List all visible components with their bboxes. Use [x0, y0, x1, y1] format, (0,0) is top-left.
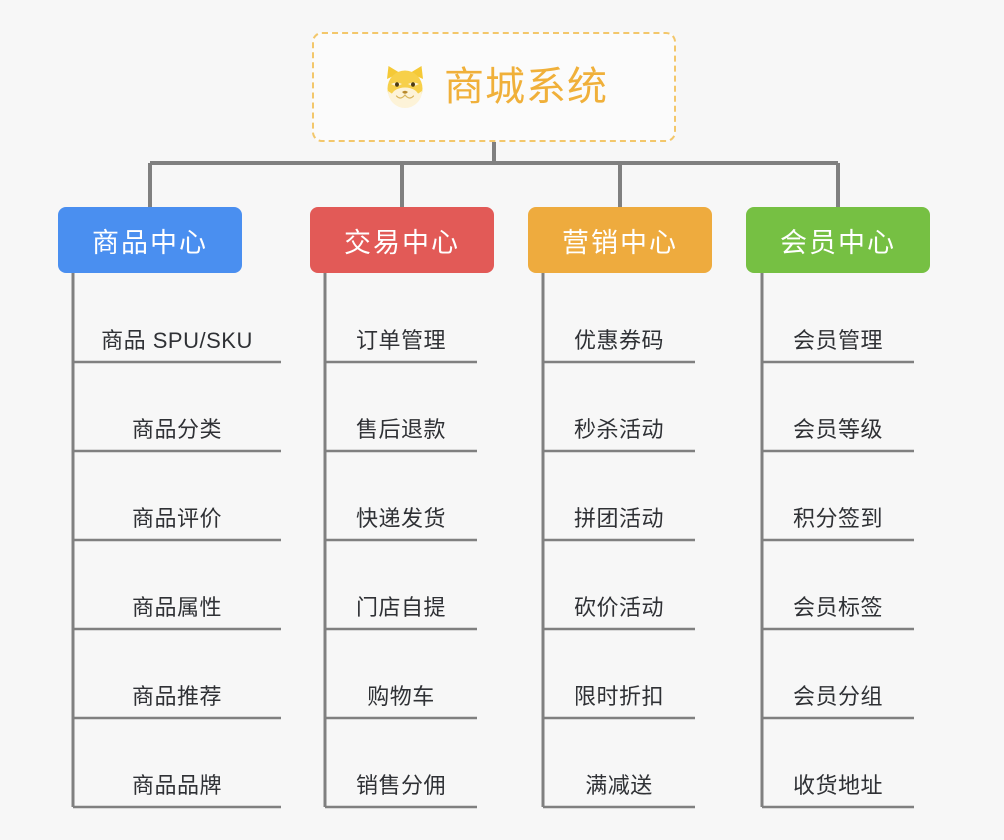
leaf-item[interactable]: 商品评价	[73, 451, 281, 540]
leaf-item[interactable]: 拼团活动	[543, 451, 695, 540]
leaf-list: 商品 SPU/SKU 商品分类商品评价商品属性商品推荐商品品牌	[73, 273, 281, 807]
leaf-label: 砍价活动	[573, 595, 664, 620]
leaf-label: 会员标签	[792, 595, 883, 620]
leaf-item[interactable]: 收货地址	[762, 718, 914, 807]
leaf-label: 积分签到	[792, 506, 883, 531]
leaf-label: 门店自提	[355, 595, 446, 620]
leaf-label: 订单管理	[355, 328, 446, 353]
leaf-item[interactable]: 订单管理	[325, 273, 477, 362]
branch-header[interactable]: 营销中心	[528, 207, 712, 273]
leaf-label: 销售分佣	[355, 773, 446, 798]
leaf-item[interactable]: 会员标签	[762, 540, 914, 629]
shiba-dog-face-icon	[387, 66, 423, 108]
leaf-item[interactable]: 商品属性	[73, 540, 281, 629]
leaf-label: 商品推荐	[131, 684, 222, 709]
leaf-label: 会员管理	[792, 328, 883, 353]
leaf-label: 满减送	[585, 773, 653, 798]
leaf-item[interactable]: 秒杀活动	[543, 362, 695, 451]
leaf-label: 商品品牌	[131, 773, 222, 798]
branch-header[interactable]: 会员中心	[746, 207, 930, 273]
leaf-item[interactable]: 满减送	[543, 718, 695, 807]
leaf-item[interactable]: 会员分组	[762, 629, 914, 718]
leaf-label: 商品分类	[131, 417, 222, 442]
leaf-item[interactable]: 限时折扣	[543, 629, 695, 718]
branch-header[interactable]: 商品中心	[58, 207, 242, 273]
leaf-item[interactable]: 会员管理	[762, 273, 914, 362]
leaf-label: 拼团活动	[573, 506, 664, 531]
leaf-item[interactable]: 会员等级	[762, 362, 914, 451]
leaf-label: 购物车	[367, 684, 435, 709]
leaf-label: 快递发货	[355, 506, 446, 531]
leaf-item[interactable]: 商品品牌	[73, 718, 281, 807]
leaf-label: 商品属性	[131, 595, 222, 620]
leaf-item[interactable]: 门店自提	[325, 540, 477, 629]
leaf-label: 会员分组	[792, 684, 883, 709]
leaf-list: 会员管理会员等级积分签到会员标签会员分组收货地址	[762, 273, 914, 807]
leaf-item[interactable]: 售后退款	[325, 362, 477, 451]
leaf-list: 优惠券码秒杀活动拼团活动砍价活动限时折扣满减送	[543, 273, 695, 807]
leaf-label: 限时折扣	[573, 684, 664, 709]
leaf-label: 会员等级	[792, 417, 883, 442]
leaf-item[interactable]: 优惠券码	[543, 273, 695, 362]
leaf-item[interactable]: 快递发货	[325, 451, 477, 540]
leaf-item[interactable]: 购物车	[325, 629, 477, 718]
branch-header[interactable]: 交易中心	[310, 207, 494, 273]
leaf-item[interactable]: 商品推荐	[73, 629, 281, 718]
leaf-item[interactable]: 砍价活动	[543, 540, 695, 629]
leaf-item[interactable]: 商品 SPU/SKU	[73, 273, 281, 362]
leaf-list: 订单管理售后退款快递发货门店自提购物车销售分佣	[325, 273, 477, 807]
root-node[interactable]: 商城系统	[312, 32, 676, 142]
leaf-label: 秒杀活动	[573, 417, 664, 442]
leaf-label: 商品评价	[131, 506, 222, 531]
leaf-label: 商品 SPU/SKU	[101, 328, 253, 353]
leaf-label: 售后退款	[355, 417, 446, 442]
leaf-item[interactable]: 销售分佣	[325, 718, 477, 807]
leaf-label: 优惠券码	[573, 328, 664, 353]
leaf-item[interactable]: 积分签到	[762, 451, 914, 540]
leaf-label: 收货地址	[792, 773, 883, 798]
root-title: 商城系统	[444, 65, 608, 109]
leaf-item[interactable]: 商品分类	[73, 362, 281, 451]
